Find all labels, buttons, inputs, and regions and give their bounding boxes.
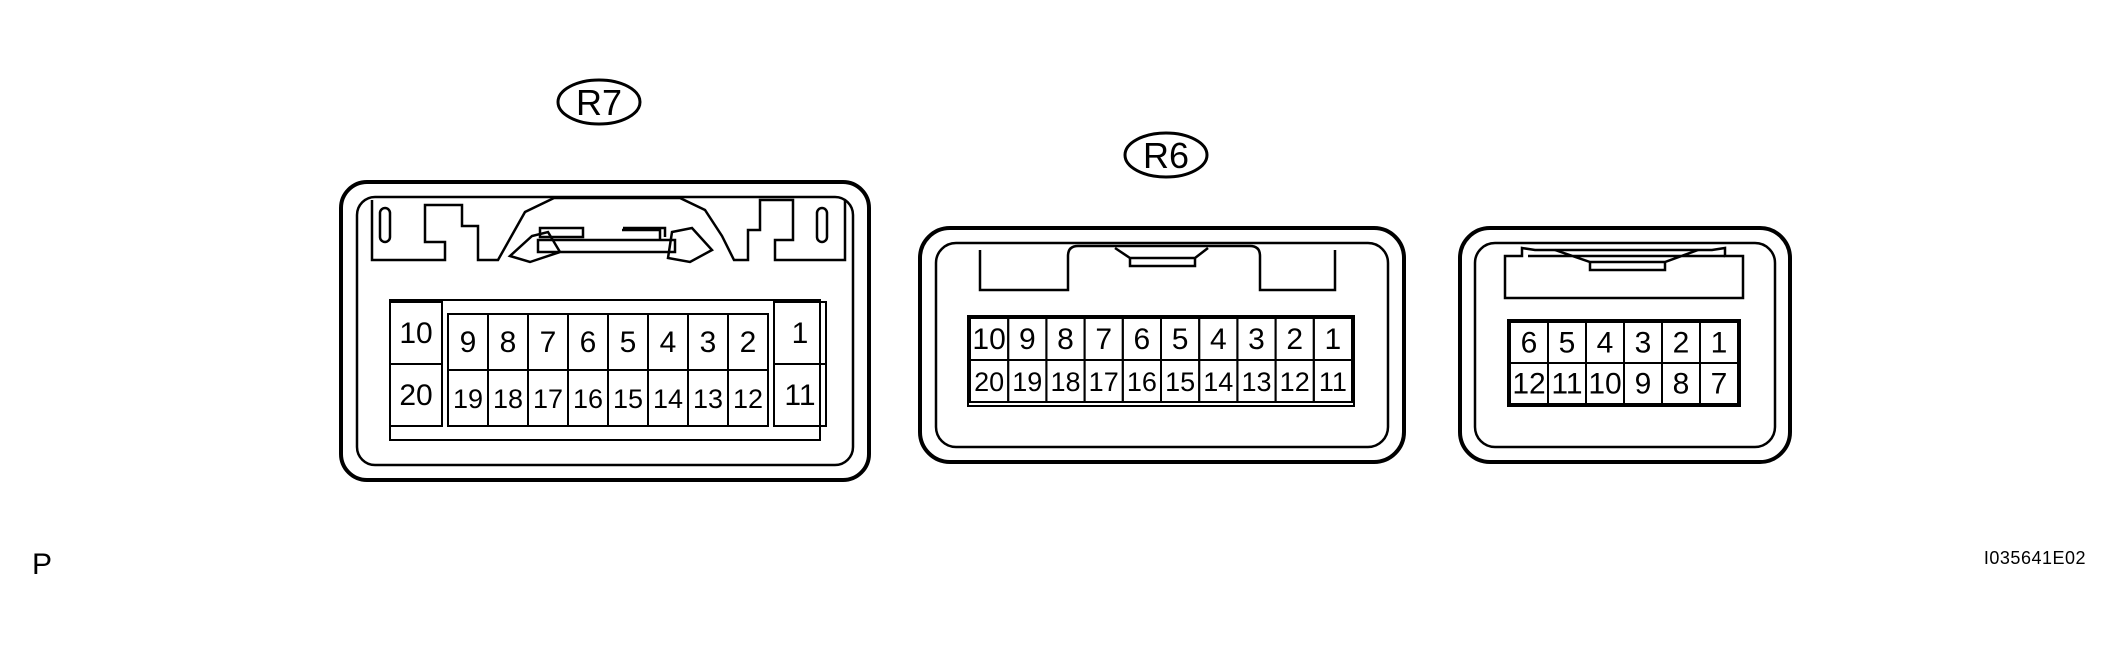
r6l-pin-11-box — [1312, 359, 1354, 403]
r7-pin-11: 11 — [784, 379, 815, 412]
r7-pin-15: 15 — [613, 384, 643, 414]
connector-r7-label-oval — [556, 78, 642, 126]
r6l-pin-10: 10 — [972, 323, 1005, 356]
r6l-pin-19: 19 — [1012, 367, 1042, 397]
reference-id: I035641E02 — [1983, 548, 2086, 568]
r6s-pin-6: 6 — [1521, 327, 1538, 360]
connector-r6-small-latch-tab — [1528, 248, 1725, 272]
connector-r7-latch-center — [507, 226, 714, 264]
r7-pin-20: 20 — [399, 379, 432, 412]
r6s-pin-1: 1 — [1711, 327, 1728, 360]
r6s-pin-4: 4 — [1597, 327, 1614, 360]
connector-r6-large-housing-inner — [934, 241, 1390, 449]
r6s-pin-7: 7 — [1711, 368, 1728, 401]
r6l-pin-3: 3 — [1248, 323, 1265, 356]
r7-pin-1: 1 — [792, 317, 809, 350]
connector-r7-housing-outer — [339, 180, 871, 482]
r6s-pin-10: 10 — [1588, 368, 1621, 401]
r6l-pin-1: 1 — [1325, 323, 1342, 356]
connector-r6-large-housing-outer — [918, 226, 1406, 464]
r6s-pin-3: 3 — [1635, 327, 1652, 360]
r6l-pin-7: 7 — [1095, 323, 1112, 356]
r6l-pin-12: 12 — [1280, 367, 1310, 397]
r7-pin-18: 18 — [493, 384, 523, 414]
r7-pin-2: 2 — [740, 326, 757, 359]
r7-pin-20-box — [389, 363, 443, 427]
r7-pin-5: 5 — [620, 326, 637, 359]
r6l-pin-6: 6 — [1134, 323, 1151, 356]
connector-r6-large-pin-field — [967, 315, 1355, 407]
connector-r6-small-housing-inner — [1473, 241, 1777, 449]
r7-pin-19: 19 — [453, 384, 483, 414]
r7-pin-12-box — [727, 369, 769, 427]
connector-r6-label-oval — [1123, 131, 1209, 179]
r6l-pin-17: 17 — [1089, 367, 1119, 397]
connector-r7-slot-right — [815, 206, 829, 244]
r6s-pin-5: 5 — [1559, 327, 1576, 360]
r6s-pin-12: 12 — [1512, 368, 1545, 401]
connector-r7-label: R7 — [576, 82, 622, 123]
r6l-pin-4: 4 — [1210, 323, 1227, 356]
r6l-pin-16: 16 — [1127, 367, 1157, 397]
r7-pin-6: 6 — [580, 326, 597, 359]
r7-pin-10: 10 — [399, 317, 432, 350]
r7-pin-3: 3 — [700, 326, 717, 359]
r7-pin-8: 8 — [500, 326, 517, 359]
r6l-pin-5: 5 — [1172, 323, 1189, 356]
r7-pin-14: 14 — [653, 384, 683, 414]
r6l-pin-2: 2 — [1286, 323, 1303, 356]
connector-r7-latch-profile — [370, 196, 847, 262]
connector-r6-small-pin-field — [1507, 319, 1741, 407]
r6l-pin-9: 9 — [1019, 323, 1036, 356]
r6l-pin-8: 8 — [1057, 323, 1074, 356]
connector-r6-label: R6 — [1143, 135, 1189, 176]
r7-pin-12: 12 — [733, 384, 763, 414]
corner-letter: P — [32, 548, 53, 581]
connector-r6-small-top-key — [1503, 246, 1745, 300]
r6s-pin-11: 11 — [1551, 368, 1582, 401]
r6l-pin-13: 13 — [1241, 367, 1271, 397]
r6s-pin-2: 2 — [1673, 327, 1690, 360]
r7-pin-4: 4 — [660, 326, 677, 359]
r7-pin-7: 7 — [540, 326, 557, 359]
connector-r6-large-top-key — [978, 244, 1337, 292]
r6l-pin-15: 15 — [1165, 367, 1195, 397]
r6l-pin-20: 20 — [974, 367, 1004, 397]
r6l-pin-18: 18 — [1050, 367, 1080, 397]
connector-r6-large-latch-tab — [1114, 246, 1209, 268]
r7-pin-16: 16 — [573, 384, 603, 414]
r6s-pin-7-box — [1699, 362, 1739, 405]
r7-pin-17: 17 — [533, 384, 563, 414]
r7-pin-9: 9 — [460, 326, 477, 359]
r6s-pin-8: 8 — [1673, 368, 1690, 401]
r6l-pin-14: 14 — [1203, 367, 1233, 397]
connector-r7-latch-tab — [538, 226, 667, 239]
connector-r7-slot-left — [378, 206, 392, 244]
connector-r6-small-housing-outer — [1458, 226, 1792, 464]
r7-pin-13: 13 — [693, 384, 723, 414]
r6l-pin-11: 11 — [1319, 367, 1347, 397]
r6s-pin-9: 9 — [1635, 368, 1652, 401]
r7-pin-11-box — [773, 363, 827, 427]
